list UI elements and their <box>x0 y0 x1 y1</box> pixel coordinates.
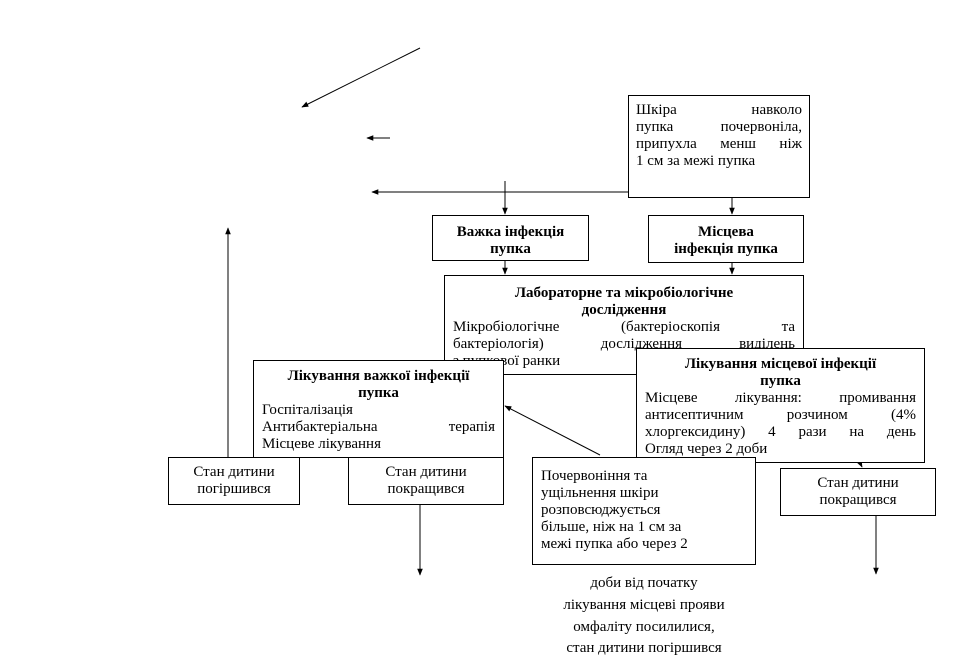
spread-overflow-line: стан дитини погіршився <box>566 640 722 656</box>
lab-title-line: Лабораторне та мікробіологічне <box>514 285 734 301</box>
condition-worsened-box: Стан дитини погіршився <box>168 457 300 505</box>
lab-investigation-box: Лабораторне та мікробіологічне досліджен… <box>444 275 804 375</box>
spread-overflow-line: лікування місцеві прояви <box>563 597 725 613</box>
skin-redness-box: Шкіра навколо пупка почервоніла, припухл… <box>628 95 810 198</box>
condition-improved-left-box: Стан дитини покращився <box>348 457 504 505</box>
local-infection-line: інфекція пупка <box>674 241 778 257</box>
severe-treatment-box: Лікування важкої інфекції пупка Госпітал… <box>253 360 504 458</box>
skin-box-line: пупка почервоніла, <box>636 119 802 135</box>
better-right-line: покращився <box>819 492 897 508</box>
severe-infection-line: Важка інфекція <box>456 224 565 240</box>
better-left-line: Стан дитини <box>385 464 467 480</box>
spread-line: більше, ніж на 1 см за <box>541 519 682 535</box>
local-infection-line: Місцева <box>698 224 754 240</box>
severe-treatment-title-line: пупка <box>358 385 399 401</box>
severe-infection-box: Важка інфекція пупка <box>432 215 589 261</box>
severe-infection-line: пупка <box>490 241 531 257</box>
local-treatment-body-line: Місцеве лікування: промивання <box>645 390 916 406</box>
spread-line: розповсюджується <box>541 502 661 518</box>
worse-line: погіршився <box>197 481 271 497</box>
severe-treatment-body-line: Антибактеріальна терапія <box>262 419 495 435</box>
worse-line: Стан дитини <box>193 464 275 480</box>
local-infection-box: Місцева інфекція пупка <box>648 215 804 263</box>
local-treatment-body-line: Огляд через 2 доби <box>645 441 768 457</box>
skin-box-line: припухла менш ніж <box>636 136 802 152</box>
redness-spread-box: Почервоніння та ущільнення шкіри розповс… <box>532 457 756 565</box>
local-treatment-body-line: хлоргексидину) 4 рази на день <box>645 424 916 440</box>
local-treatment-box: Лікування місцевої інфекції пупка Місцев… <box>636 348 925 463</box>
arrow-spread-to-severe-treatment <box>504 405 601 456</box>
spread-line: Почервоніння та <box>541 468 648 484</box>
lab-body-line: Мікробіологічне (бактеріоскопія та <box>453 319 795 335</box>
severe-treatment-title-line: Лікування важкої інфекції <box>287 368 470 384</box>
lab-title-line: дослідження <box>581 302 667 318</box>
arrow-top-diagonal <box>301 47 421 108</box>
local-treatment-title-line: Лікування місцевої інфекції <box>684 356 877 372</box>
better-left-line: покращився <box>387 481 465 497</box>
local-treatment-body-line: антисептичним розчином (4% <box>645 407 916 423</box>
spread-line: ущільнення шкіри <box>541 485 659 501</box>
skin-box-line: Шкіра навколо <box>636 102 802 118</box>
spread-overflow-line: омфаліту посилилися, <box>573 619 715 635</box>
spread-overflow-line: доби від початку <box>590 575 698 591</box>
condition-improved-right-box: Стан дитини покращився <box>780 468 936 516</box>
spread-line: межі пупка або через 2 <box>541 536 688 552</box>
skin-box-line: 1 см за межі пупка <box>636 153 756 169</box>
severe-treatment-body-line: Місцеве лікування <box>262 436 381 452</box>
better-right-line: Стан дитини <box>817 475 899 491</box>
local-treatment-title-line: пупка <box>760 373 801 389</box>
severe-treatment-body-line: Госпіталізація <box>262 402 353 418</box>
